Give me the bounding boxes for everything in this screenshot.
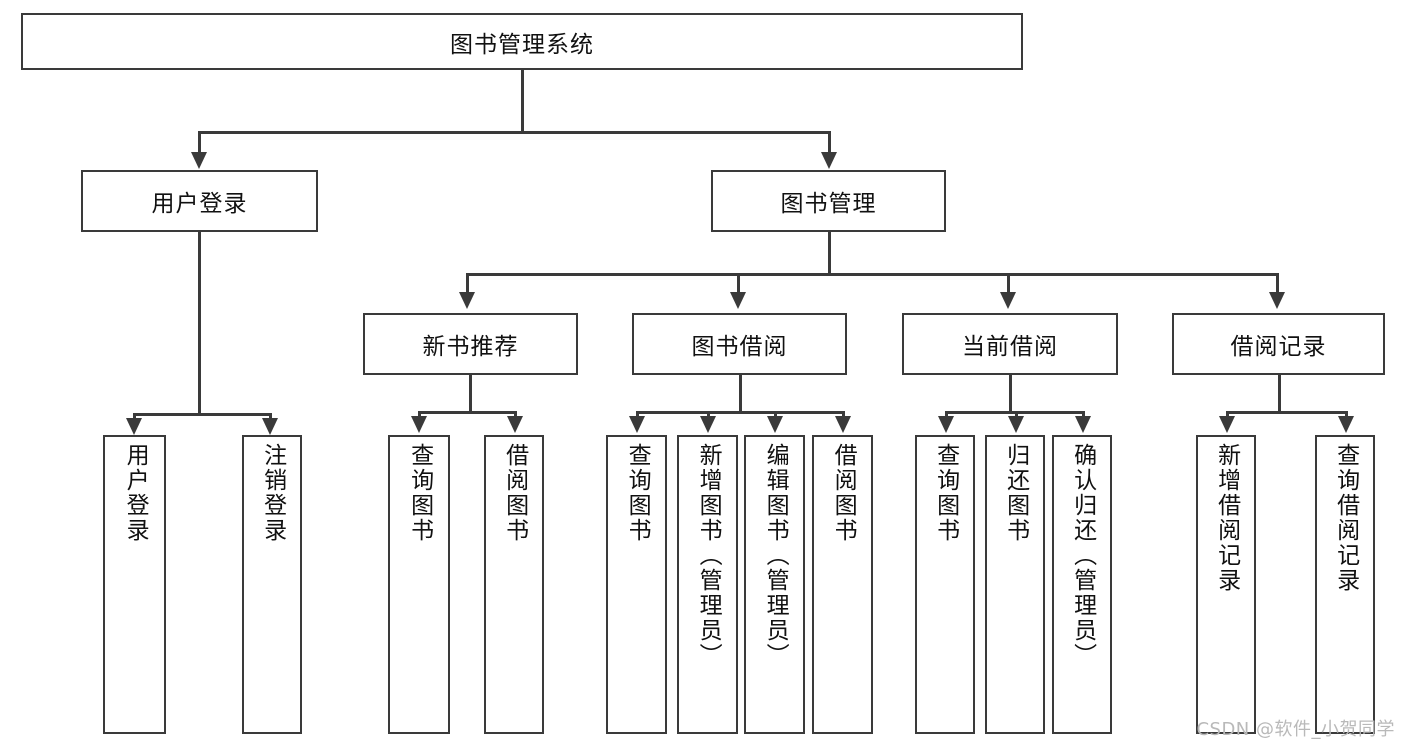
node-leaf-query-book-1-label: 查询图书 [406,443,433,543]
connector-nbr-to-leaf-1 [418,411,421,417]
connector-book-borrow-stem [739,375,742,413]
node-leaf-add-record[interactable]: 新增借阅记录 [1196,435,1256,734]
arrow-nbr-to-leaf-2 [507,416,523,433]
connector-current-borrow-bus [945,411,1082,414]
node-book-manage-label: 图书管理 [780,191,877,217]
node-new-book-recommend-label: 新书推荐 [422,334,519,360]
connector-root-bus [198,131,830,134]
arrow-root-to-user-login [191,152,207,169]
node-user-login-label: 用户登录 [151,191,248,217]
node-current-borrow-label: 当前借阅 [962,334,1058,360]
connector-br-to-leaf-2 [1345,411,1348,417]
node-leaf-return-book-label: 归还图书 [1002,443,1029,543]
arrow-bb-to-leaf-2 [700,416,716,433]
node-leaf-edit-book[interactable]: 编辑图书（管理员） [744,435,805,734]
connector-to-book-borrow [737,273,740,294]
arrow-to-book-borrow [730,292,746,309]
node-leaf-query-book-3[interactable]: 查询图书 [915,435,975,734]
arrow-bb-to-leaf-3 [767,416,783,433]
node-new-book-recommend[interactable]: 新书推荐 [363,313,578,375]
node-leaf-confirm-return[interactable]: 确认归还（管理员） [1052,435,1112,734]
node-leaf-borrow-book-1-label: 借阅图书 [501,443,528,543]
node-root-label: 图书管理系统 [450,31,594,58]
connector-user-login-bus [133,413,271,416]
connector-book-manage-stem [828,232,831,274]
node-leaf-add-record-label: 新增借阅记录 [1213,443,1240,593]
node-book-borrow[interactable]: 图书借阅 [632,313,847,375]
arrow-user-login-to-leaf-1 [126,418,142,435]
connector-cb-to-leaf-1 [945,411,948,417]
node-leaf-borrow-book-2[interactable]: 借阅图书 [812,435,873,734]
arrow-to-new-book-recommend [459,292,475,309]
node-leaf-borrow-book-2-label: 借阅图书 [830,443,857,543]
arrow-cb-to-leaf-2 [1008,416,1024,433]
arrow-bb-to-leaf-1 [629,416,645,433]
node-leaf-query-book-3-label: 查询图书 [932,443,959,543]
connector-new-book-recommend-bus [418,411,516,414]
node-leaf-user-login[interactable]: 用户登录 [103,435,166,734]
node-root[interactable]: 图书管理系统 [21,13,1023,70]
arrow-user-login-to-leaf-2 [262,418,278,435]
connector-to-current-borrow [1007,273,1010,294]
connector-current-borrow-stem [1009,375,1012,413]
node-leaf-edit-book-label: 编辑图书（管理员） [762,443,789,668]
connector-user-login-to-leaf-1 [133,413,136,420]
node-leaf-logout[interactable]: 注销登录 [242,435,302,734]
node-leaf-borrow-book-1[interactable]: 借阅图书 [484,435,544,734]
connector-to-borrow-record [1276,273,1279,294]
node-leaf-confirm-return-label: 确认归还（管理员） [1069,443,1096,668]
connector-bb-to-leaf-4 [842,411,845,417]
connector-borrow-record-bus [1226,411,1345,414]
node-leaf-user-login-label: 用户登录 [122,443,149,543]
connector-book-borrow-bus [636,411,844,414]
node-leaf-query-record-label: 查询借阅记录 [1332,443,1359,593]
arrow-bb-to-leaf-4 [835,416,851,433]
connector-cb-to-leaf-3 [1082,411,1085,417]
node-leaf-add-book[interactable]: 新增图书（管理员） [677,435,738,734]
arrow-br-to-leaf-1 [1219,416,1235,433]
connector-user-login-stem [198,232,201,415]
connector-book-manage-bus [466,273,1278,276]
node-borrow-record-label: 借阅记录 [1230,334,1327,360]
node-user-login[interactable]: 用户登录 [81,170,318,232]
node-leaf-query-book-1[interactable]: 查询图书 [388,435,450,734]
arrow-cb-to-leaf-1 [938,416,954,433]
arrow-cb-to-leaf-3 [1075,416,1091,433]
connector-new-book-recommend-stem [469,375,472,413]
arrow-root-to-book-manage [821,152,837,169]
arrow-br-to-leaf-2 [1338,416,1354,433]
connector-bb-to-leaf-1 [636,411,639,417]
arrow-to-borrow-record [1269,292,1285,309]
node-leaf-return-book[interactable]: 归还图书 [985,435,1045,734]
connector-user-login-to-leaf-2 [269,413,272,420]
node-book-borrow-label: 图书借阅 [691,334,788,360]
connector-cb-to-leaf-2 [1015,411,1018,417]
connector-root-stem [521,70,524,132]
connector-root-to-book-manage [828,131,831,154]
arrow-nbr-to-leaf-1 [411,416,427,433]
node-leaf-logout-label: 注销登录 [259,443,286,543]
node-leaf-add-book-label: 新增图书（管理员） [695,443,722,668]
connector-bb-to-leaf-2 [707,411,710,417]
connector-nbr-to-leaf-2 [514,411,517,417]
node-leaf-query-book-2-label: 查询图书 [624,443,651,543]
connector-to-new-book-recommend [466,273,469,294]
node-borrow-record[interactable]: 借阅记录 [1172,313,1385,375]
arrow-to-current-borrow [1000,292,1016,309]
connector-borrow-record-stem [1278,375,1281,413]
node-current-borrow[interactable]: 当前借阅 [902,313,1118,375]
connector-bb-to-leaf-3 [774,411,777,417]
node-leaf-query-record[interactable]: 查询借阅记录 [1315,435,1375,734]
connector-root-to-user-login [198,131,201,154]
node-leaf-query-book-2[interactable]: 查询图书 [606,435,667,734]
node-book-manage[interactable]: 图书管理 [711,170,946,232]
connector-br-to-leaf-1 [1226,411,1229,417]
